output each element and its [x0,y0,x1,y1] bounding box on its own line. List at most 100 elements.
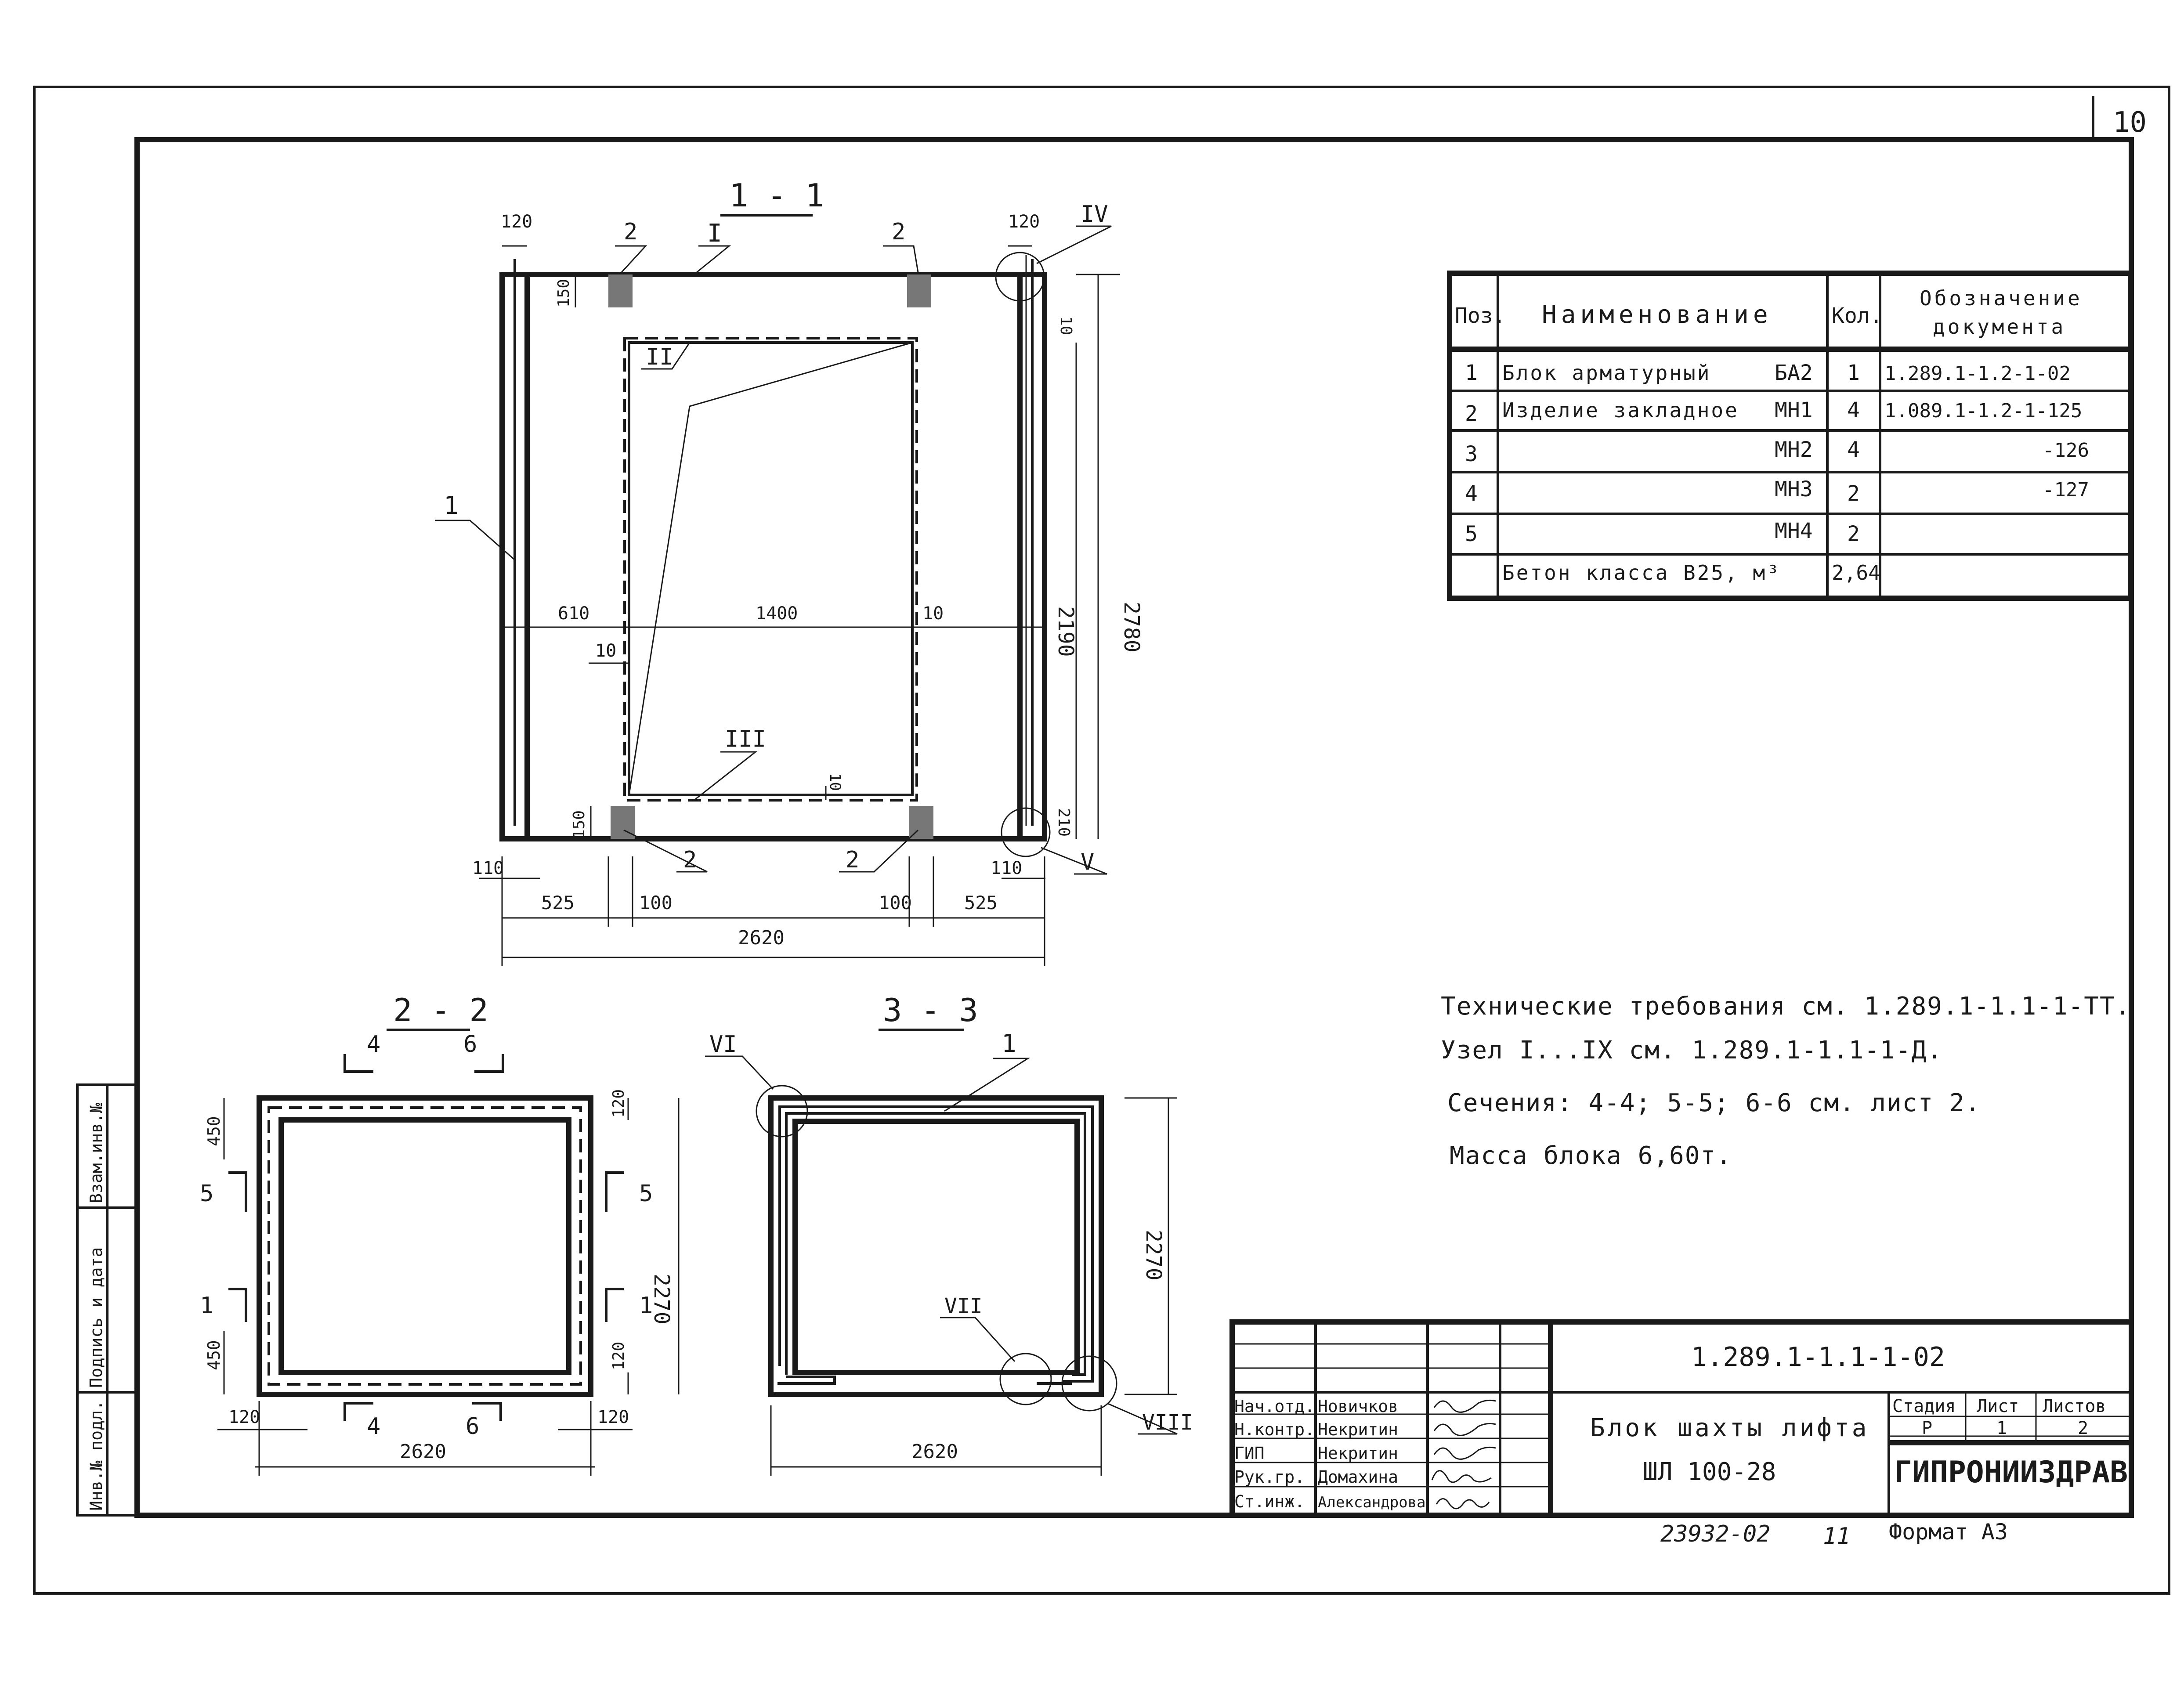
spec-row-2-doc: 1.089.1-1.2-1-125 [1884,400,2082,422]
title-stage-value: Р [1922,1418,1932,1438]
callout-node-VI: VI [709,1031,737,1058]
spec-row-1-qty: 1 [1847,361,1860,385]
dim-100-left: 100 [639,892,673,914]
dim-150-top: 150 [555,279,573,307]
title-sheet-label: Лист [1977,1396,2019,1416]
node-circle-VIII [1061,1355,1117,1412]
role-2-name: Некритин [1318,1420,1398,1439]
dim-10-mid-right: 10 [922,603,944,624]
title-code: 1.289.1-1.1-1-02 [1691,1342,1945,1372]
spec-row-3-pos: 3 [1465,442,1478,466]
dim-2270-section-3-3: 2270 [1141,1230,1166,1281]
callout-node-II: II [646,344,673,370]
signature-4 [1431,1470,1492,1483]
spec-header-doc-2: документа [1933,315,2066,339]
spec-row-2-qty: 4 [1847,398,1860,422]
dim-100-right: 100 [879,892,912,914]
section-3-3: 3 - 3 VI 1 VII VIII 2270 2620 [705,992,1193,1476]
callout-node-III: III [725,726,766,752]
dim-2270-section-2-2: 2270 [649,1274,674,1325]
dim-610: 610 [558,603,589,624]
dim-2620-section-2-2: 2620 [400,1441,446,1463]
node-circle-VI [756,1085,808,1138]
spec-header-name: Наименование [1542,300,1772,329]
dim-1400: 1400 [756,603,798,624]
dim-120-bottom-left: 120 [228,1407,260,1427]
side-stamp: Инв.№ подл. Подпись и дата Взам.инв.№ [76,1083,138,1517]
archive-number: 23932-02 [1660,1521,1770,1547]
callout-pos1-section-3-3: 1 [1002,1029,1016,1058]
role-1-title: Нач.отд. [1234,1397,1315,1416]
role-5-title: Ст.инж. [1234,1492,1305,1511]
dim-2190: 2190 [1053,606,1078,657]
dim-120-bottom-right-b: 120 [597,1407,629,1427]
spec-row-3-qty: 4 [1847,437,1860,462]
spec-row-3-doc: -126 [2043,439,2089,462]
spec-row-1-name: Блок арматурный [1502,361,1711,385]
callout-pos2-bottom-right: 2 [846,847,859,873]
callout-node-IV: IV [1081,201,1108,228]
dim-2780: 2780 [1119,602,1144,653]
dim-120-bottom-right: 120 [610,1342,628,1370]
embed-top-left [608,274,633,307]
note-line-1: Технические требования см. 1.289.1-1.1-1… [1441,992,2131,1021]
dim-110-right: 110 [991,858,1022,878]
side-stamp-inv: Инв.№ подл. [87,1400,106,1511]
page-mark: 11 [1823,1523,1851,1549]
side-stamp-vzam: Взам.инв.№ [87,1103,106,1203]
dim-120-right: 120 [1008,212,1040,232]
spec-row-4-pos: 4 [1465,481,1478,506]
inner-frame [134,137,2134,1518]
dim-150-bottom: 150 [570,810,588,839]
node-circle-VII [999,1353,1052,1405]
note-line-2: Узел I...IX см. 1.289.1-1.1-1-Д. [1441,1036,1943,1065]
spec-row-5-qty: 2 [1847,522,1860,546]
spec-row-3-mark: МН2 [1775,437,1813,462]
dim-525-right: 525 [964,892,998,914]
embed-bottom-right [909,806,933,839]
sheet-number: 10 [2113,106,2147,139]
spec-row-6-qty: 2,64 [1832,561,1880,585]
note-line-3: Сечения: 4-4; 5-5; 6-6 см. лист 2. [1447,1089,1981,1117]
title-stage-label: Стадия [1892,1396,1956,1416]
spec-row-1-doc: 1.289.1-1.2-1-02 [1884,362,2071,385]
dim-210: 210 [1055,808,1073,837]
dim-450-bottom: 450 [204,1340,224,1370]
spec-table: Поз. Наименование Кол. Обозначение докум… [1447,271,2133,601]
cut-5-right: 5 [639,1181,653,1207]
role-5-name: Александрова [1318,1494,1426,1511]
spec-header-qty: Кол. [1832,303,1883,328]
title-org: ГИПРОНИИЗДРАВ [1894,1455,2128,1490]
callout-node-V: V [1081,849,1094,875]
cut-6-top: 6 [463,1031,477,1058]
spec-row-4-doc: -127 [2043,479,2089,501]
callout-node-I: I [707,219,722,248]
role-3-title: ГИП [1234,1444,1265,1463]
dim-2620-section-3-3: 2620 [911,1441,958,1463]
cut-6-bottom: 6 [466,1413,479,1440]
cut-4-top: 4 [367,1031,380,1058]
cut-4-bottom: 4 [367,1413,380,1440]
dim-10-bottom: 10 [826,773,844,791]
spec-row-4-qty: 2 [1847,481,1860,506]
section-3-3-title: 3 - 3 [883,992,978,1029]
title-name-line-2: ШЛ 100-28 [1643,1458,1776,1486]
spec-row-1-pos: 1 [1465,361,1478,385]
spec-header-doc-1: Обозначение [1920,286,2083,310]
role-3-name: Некритин [1318,1444,1398,1463]
signature-1 [1433,1399,1496,1413]
section-2-2: 2 - 2 4 6 4 6 5 5 1 1 450 450 120 120 22… [200,992,680,1476]
spec-row-4-mark: МН3 [1775,477,1813,502]
section-1-1-title: 1 - 1 [729,177,824,214]
section-1-1: 1 - 1 610 1400 10 10 120 [435,177,1144,966]
signature-3 [1433,1446,1496,1460]
side-stamp-sign: Подпись и дата [87,1247,106,1388]
dim-10-mid-left: 10 [595,641,616,661]
dim-2620-section-1-1: 2620 [738,927,785,949]
dim-120-top-right: 120 [610,1089,628,1118]
role-1-name: Новичков [1318,1397,1398,1416]
spec-row-5-mark: МН4 [1775,519,1813,543]
dim-525-left: 525 [541,892,575,914]
spec-row-2-mark: МН1 [1775,398,1813,422]
node-circle-IV [995,252,1045,302]
